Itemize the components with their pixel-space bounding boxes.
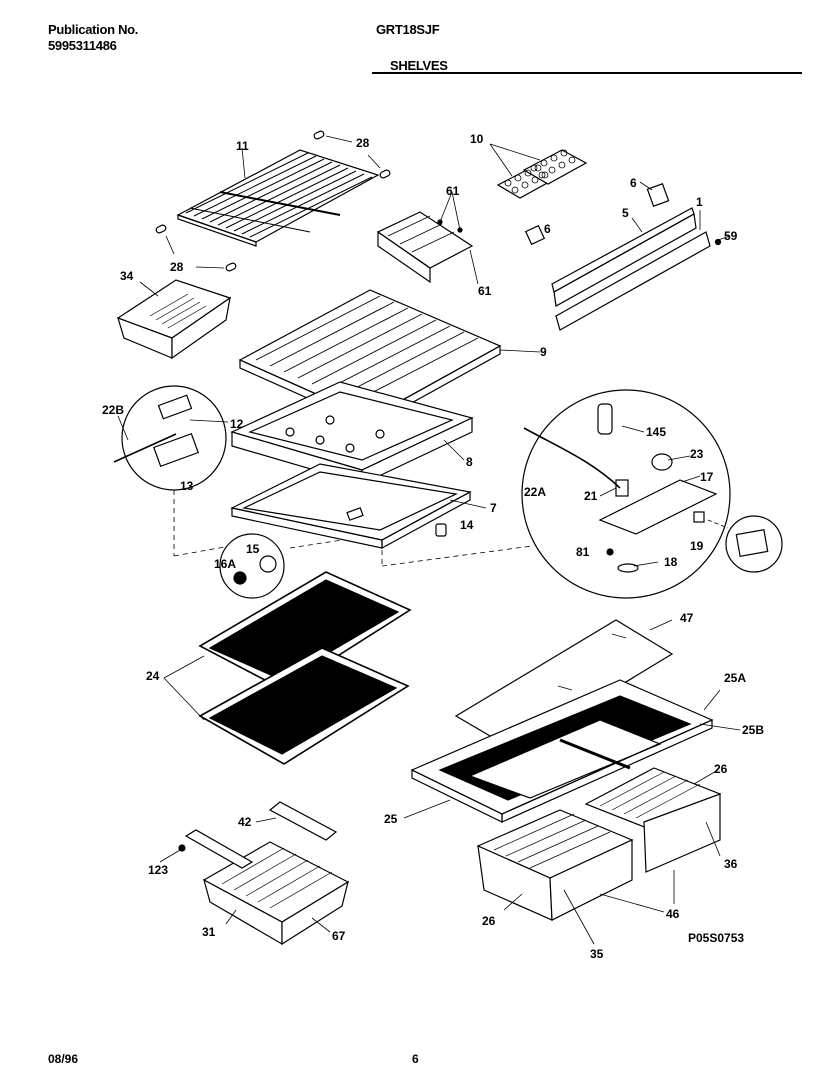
glass-shelf-lower bbox=[198, 647, 410, 765]
switch-part bbox=[435, 523, 447, 537]
header-rule bbox=[372, 72, 802, 74]
callout-25b: 25B bbox=[742, 723, 764, 737]
callout-28: 28 bbox=[356, 136, 370, 150]
crisper-drawer-right bbox=[584, 767, 722, 873]
glass-shelf-upper bbox=[198, 571, 412, 691]
callout-13: 13 bbox=[180, 479, 194, 493]
callout-28: 28 bbox=[170, 260, 184, 274]
callout-59: 59 bbox=[724, 229, 738, 243]
callout-31: 31 bbox=[202, 925, 216, 939]
callout-6: 6 bbox=[544, 222, 551, 236]
pan-rail bbox=[159, 829, 254, 869]
callout-6: 6 bbox=[630, 176, 637, 190]
callout-67: 67 bbox=[332, 929, 346, 943]
callout-7: 7 bbox=[490, 501, 497, 515]
detail-left-parts bbox=[113, 394, 229, 468]
detail-circle-right bbox=[521, 389, 731, 599]
callout-25a: 25A bbox=[724, 671, 746, 685]
callout-8: 8 bbox=[466, 455, 473, 469]
callout-14: 14 bbox=[460, 518, 474, 532]
callout-46: 46 bbox=[666, 907, 680, 921]
shelf-rail bbox=[524, 181, 731, 331]
callout-5: 5 bbox=[622, 206, 629, 220]
crisper-frame bbox=[403, 679, 741, 823]
callout-47: 47 bbox=[680, 611, 694, 625]
callout-21: 21 bbox=[584, 489, 598, 503]
detail-right-parts bbox=[523, 403, 718, 573]
model-number: GRT18SJF bbox=[376, 22, 440, 37]
callout-22b: 22B bbox=[102, 403, 124, 417]
section-title: SHELVES bbox=[390, 58, 448, 73]
callout-24: 24 bbox=[146, 669, 160, 683]
diagram-code: P05S0753 bbox=[688, 931, 744, 945]
page-number: 6 bbox=[412, 1052, 419, 1066]
shelf-frame bbox=[230, 381, 474, 485]
publication-label: Publication No. bbox=[48, 22, 139, 37]
egg-trays bbox=[489, 143, 588, 199]
callout-34: 34 bbox=[120, 269, 134, 283]
footer-date: 08/96 bbox=[48, 1052, 79, 1066]
publication-number: 5995311486 bbox=[48, 38, 117, 53]
meat-pan-cover bbox=[255, 801, 338, 841]
callout-9: 9 bbox=[540, 345, 547, 359]
callout-19: 19 bbox=[690, 539, 704, 553]
callout-25: 25 bbox=[384, 812, 398, 826]
small-pan bbox=[376, 191, 479, 285]
callout-81: 81 bbox=[576, 545, 590, 559]
shelf-support bbox=[155, 224, 167, 234]
callout-61: 61 bbox=[446, 184, 460, 198]
detail-circle-left bbox=[121, 385, 227, 491]
callout-15: 15 bbox=[246, 542, 260, 556]
detail-circle-switch bbox=[725, 515, 783, 573]
callout-16a: 16A bbox=[214, 557, 236, 571]
callout-42: 42 bbox=[238, 815, 252, 829]
shelf-support bbox=[225, 262, 237, 272]
callout-123: 123 bbox=[148, 863, 168, 877]
crisper-drawer-left bbox=[476, 809, 675, 945]
callout-22a: 22A bbox=[524, 485, 546, 499]
callout-10: 10 bbox=[470, 132, 484, 146]
shelf-support bbox=[313, 130, 325, 140]
shelf-support bbox=[379, 169, 391, 179]
callout-1: 1 bbox=[696, 195, 703, 209]
callout-11: 11 bbox=[236, 139, 249, 153]
dairy-bin bbox=[116, 279, 232, 360]
callout-26: 26 bbox=[482, 914, 496, 928]
callout-23: 23 bbox=[690, 447, 704, 461]
wire-shelf bbox=[176, 147, 380, 247]
callout-145: 145 bbox=[646, 425, 666, 439]
callout-36: 36 bbox=[724, 857, 738, 871]
callout-12: 12 bbox=[230, 417, 244, 431]
lower-shelf-frame bbox=[230, 463, 487, 550]
callout-17: 17 bbox=[700, 470, 714, 484]
callout-18: 18 bbox=[664, 555, 678, 569]
callout-26: 26 bbox=[714, 762, 728, 776]
callout-61: 61 bbox=[478, 284, 492, 298]
callout-35: 35 bbox=[590, 947, 604, 961]
